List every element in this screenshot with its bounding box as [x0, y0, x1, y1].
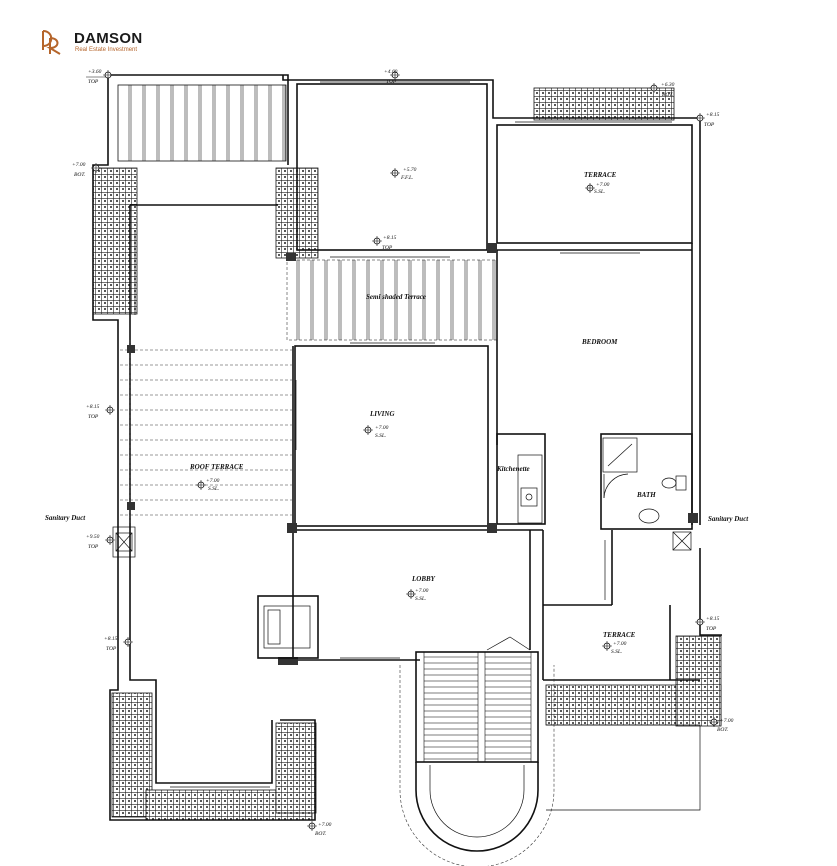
svg-text:TOP: TOP — [106, 646, 117, 652]
svg-text:BOT.: BOT. — [717, 727, 728, 733]
svg-text:+7.00: +7.00 — [720, 718, 734, 724]
svg-text:+7.00: +7.00 — [375, 425, 389, 431]
columns — [127, 243, 698, 665]
svg-text:S.SL.: S.SL. — [415, 596, 426, 602]
svg-text:+8.15: +8.15 — [706, 616, 720, 622]
svg-text:F.F.L.: F.F.L. — [400, 175, 414, 181]
label-living: LIVING — [369, 410, 395, 418]
svg-text:S.SL.: S.SL. — [611, 649, 622, 655]
svg-text:TOP: TOP — [704, 122, 715, 128]
svg-text:+7.00: +7.00 — [596, 182, 610, 188]
svg-text:+7.00: +7.00 — [613, 641, 627, 647]
svg-text:TOP: TOP — [88, 544, 99, 550]
svg-text:+8.15: +8.15 — [86, 404, 100, 410]
svg-text:TOP: TOP — [88, 414, 99, 420]
svg-text:+4.60: +4.60 — [384, 68, 398, 75]
svg-text:S.SL.: S.SL. — [208, 486, 219, 492]
svg-text:+8.15: +8.15 — [383, 235, 397, 241]
svg-text:S.SL.: S.SL. — [375, 433, 386, 439]
sanitary-duct-left — [112, 526, 136, 558]
svg-text:+8.15: +8.15 — [104, 636, 118, 642]
semi-shaded-pergola — [286, 259, 498, 341]
sanitary-duct-right — [672, 531, 692, 551]
svg-text:+9.50: +9.50 — [86, 534, 100, 540]
svg-text:BOT.: BOT. — [662, 92, 673, 98]
label-roof-terrace: ROOF TERRACE — [189, 463, 244, 471]
bath-fixtures — [602, 437, 687, 524]
kitchenette-fixtures — [517, 454, 543, 524]
staircase — [399, 636, 555, 866]
level-markers — [196, 168, 612, 651]
damson-logo-icon — [42, 30, 61, 55]
svg-text:TOP: TOP — [88, 79, 99, 85]
elevation-tags: +3.60 TOP +4.60 TOP +6.30 BOT. +8.15 TOP… — [72, 68, 734, 837]
label-lobby: LOBBY — [411, 575, 436, 583]
label-bath: BATH — [636, 491, 656, 499]
svg-text:+8.15: +8.15 — [706, 112, 720, 118]
svg-text:+7.00: +7.00 — [415, 588, 429, 594]
svg-text:BOT.: BOT. — [315, 831, 326, 837]
svg-text:S.SL.: S.SL. — [594, 189, 605, 195]
svg-text:+7.00: +7.00 — [318, 822, 332, 828]
elevator — [257, 595, 319, 659]
pergola-top-left — [117, 84, 287, 162]
label-kitchenette: Kitchenette — [496, 465, 530, 473]
room-labels: TERRACE +7.00 S.SL. BEDROOM Semi shaded … — [45, 167, 749, 655]
label-bedroom: BEDROOM — [581, 338, 618, 346]
roof-terrace-beams — [120, 340, 292, 525]
svg-text:+7.00: +7.00 — [72, 162, 86, 168]
label-sanitary-duct-right: Sanitary Duct — [708, 515, 749, 523]
svg-text:+5.70: +5.70 — [403, 167, 417, 173]
svg-text:+7.00: +7.00 — [206, 478, 220, 484]
svg-text:TOP: TOP — [382, 245, 393, 251]
label-semi-shaded-terrace: Semi shaded Terrace — [366, 293, 426, 301]
svg-text:TOP: TOP — [706, 626, 717, 632]
label-terrace-bottom: TERRACE — [603, 631, 636, 639]
label-sanitary-duct-left: Sanitary Duct — [45, 514, 86, 522]
svg-text:BOT.: BOT. — [74, 172, 85, 178]
svg-text:+6.30: +6.30 — [661, 82, 675, 88]
svg-text:+3.60: +3.60 — [88, 69, 102, 75]
tiled-parapets — [92, 87, 722, 821]
brand-tagline: Real Estate Investment — [75, 47, 138, 53]
interior-walls — [292, 83, 700, 681]
outer-walls — [92, 74, 722, 821]
brand-name: DAMSON — [74, 30, 143, 47]
windows — [134, 81, 672, 788]
svg-text:TOP: TOP — [386, 79, 397, 85]
label-terrace-top: TERRACE — [584, 171, 617, 179]
lower-terrace-slab — [546, 724, 701, 811]
brand-logo: DAMSON Real Estate Investment — [40, 28, 180, 58]
